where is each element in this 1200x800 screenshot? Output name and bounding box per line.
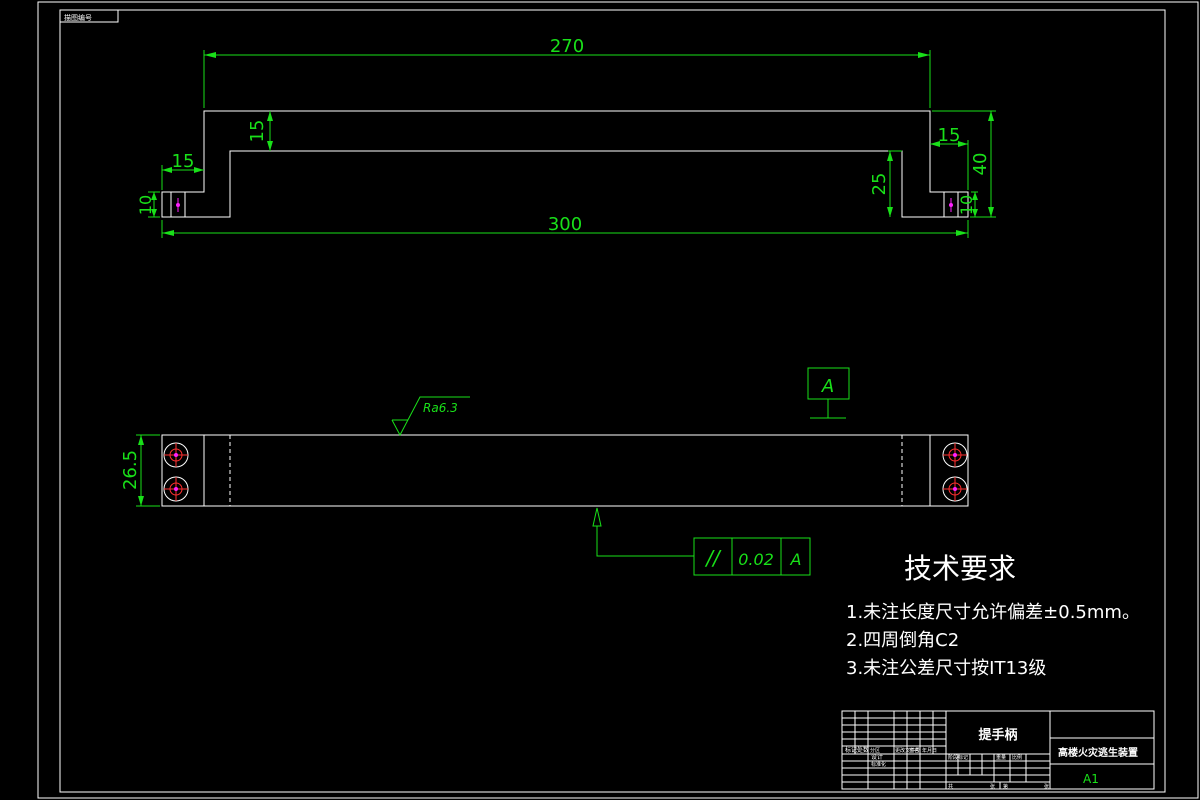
- dim-total-height: 40: [970, 153, 991, 176]
- tb-design-label: 设计: [871, 753, 883, 761]
- hole-right-bottom: [942, 476, 968, 502]
- tb-scale-label: 比例: [1012, 754, 1022, 761]
- tb-std-label: 标准化: [871, 761, 886, 768]
- tb-sheet-label-1: 张: [990, 783, 995, 790]
- tb-no-label: 第: [1003, 783, 1008, 790]
- tech-title: 技术要求: [904, 552, 1016, 585]
- tb-zone-label: 分区: [870, 747, 880, 754]
- hole-right-top: [942, 442, 968, 468]
- dim-left-foot: 15: [172, 151, 195, 172]
- tolerance-symbol: //: [704, 546, 722, 570]
- dim-width: 26.5: [120, 450, 141, 490]
- dim-300: 300: [548, 214, 582, 235]
- tolerance-value: 0.02: [738, 550, 774, 569]
- corner-tag-box: [59, 9, 119, 23]
- outer-frame: [37, 1, 1199, 799]
- dim-right-foot: 15: [938, 125, 961, 146]
- top-view: 26.5 Ra6.3 A // 0.02 A: [120, 367, 969, 576]
- dim-inner-height: 25: [869, 173, 890, 196]
- tb-mark-label: 标记: [845, 746, 857, 754]
- front-view: 270 300 15 15 15 10: [136, 36, 996, 238]
- part-name: 提手柄: [978, 727, 1017, 743]
- sheet-size: A1: [1083, 772, 1099, 786]
- tb-date-label: 年月日: [922, 747, 937, 754]
- corner-tag-text: 描图编号: [64, 13, 92, 22]
- tb-sheet-label-2: 张: [1044, 783, 1049, 790]
- assembly-name: 高楼火灾逃生装置: [1058, 746, 1138, 759]
- tb-total-label: 共: [948, 783, 953, 790]
- tb-weight-label: 重量: [996, 754, 1006, 761]
- hole-left-bottom: [163, 476, 189, 502]
- dim-left-height: 10: [136, 195, 155, 215]
- tech-requirements: 技术要求 1.未注长度尺寸允许偏差±0.5mm。 2.四周倒角C2 3.未注公差…: [846, 552, 1140, 679]
- tb-doc-label: 更改文件号: [895, 747, 920, 754]
- bar-outline: [161, 434, 969, 507]
- tolerance-datum: A: [790, 550, 802, 569]
- tb-stage-label: 阶段标记: [948, 754, 968, 761]
- tolerance-frame: [693, 537, 811, 576]
- datum-label: A: [821, 376, 834, 397]
- hole-left-top: [163, 442, 189, 468]
- dim-thickness: 15: [247, 120, 268, 143]
- handle-outline: [161, 110, 969, 218]
- roughness-label: Ra6.3: [423, 401, 458, 415]
- inner-frame: [59, 9, 1166, 793]
- dim-270: 270: [550, 36, 584, 57]
- tb-count-label: 处数: [857, 746, 869, 754]
- tech-item-3: 3.未注公差尺寸按IT13级: [846, 658, 1046, 679]
- dim-right-height: 10: [957, 195, 976, 215]
- tech-item-2: 2.四周倒角C2: [846, 630, 959, 651]
- title-block: 标记 处数 分区 更改文件号 签名 年月日 设计 标准化 阶段标记 重量 比例 …: [841, 710, 1155, 790]
- tech-item-1: 1.未注长度尺寸允许偏差±0.5mm。: [846, 602, 1140, 623]
- tb-sign-label: 签名: [909, 747, 919, 754]
